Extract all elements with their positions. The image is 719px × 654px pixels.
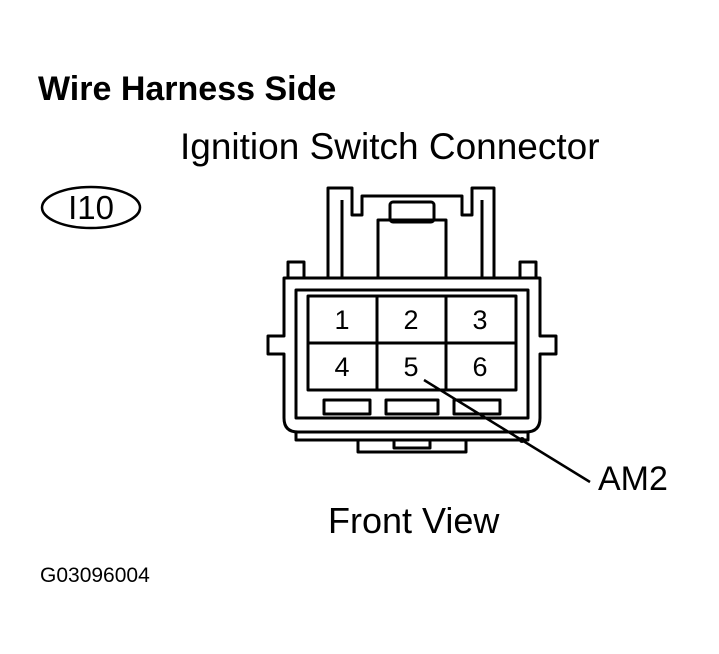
- connector-code: I10: [68, 189, 114, 226]
- connector-title: Ignition Switch Connector: [180, 126, 600, 167]
- pin-1-label: 1: [334, 305, 350, 335]
- pin-6-label: 6: [472, 352, 488, 382]
- figure-id: G03096004: [40, 564, 150, 587]
- pin-5-label: 5: [403, 352, 419, 382]
- wire-label-am2: AM2: [598, 460, 668, 498]
- connector-code-oval: [40, 185, 142, 230]
- side-title: Wire Harness Side: [38, 70, 337, 108]
- pin-2-label: 2: [403, 305, 419, 335]
- pin-3-label: 3: [472, 305, 488, 335]
- pin-4-label: 4: [334, 352, 350, 382]
- view-label: Front View: [328, 500, 500, 541]
